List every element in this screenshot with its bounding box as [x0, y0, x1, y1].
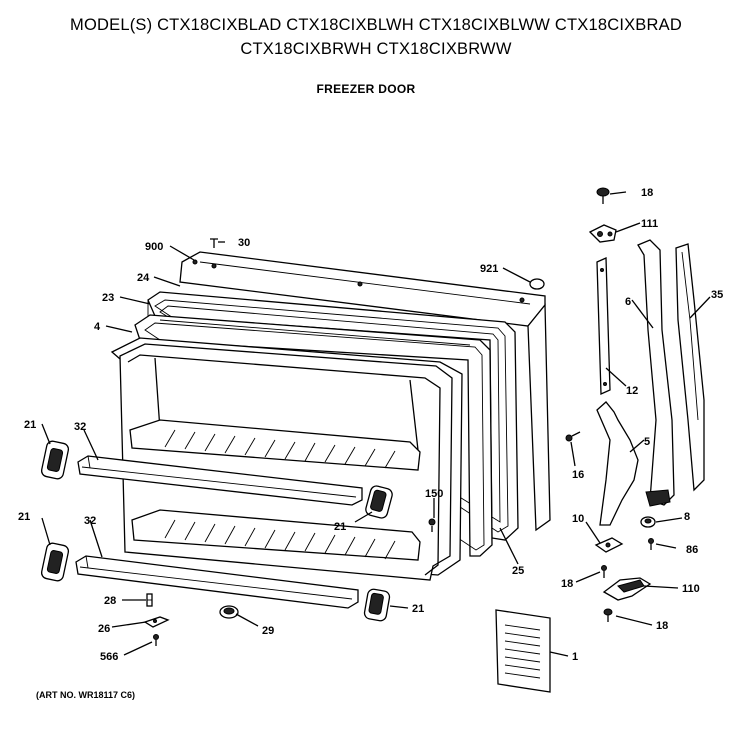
callout-1: 1 [572, 651, 578, 663]
door-stop-bar-12[interactable] [596, 257, 611, 395]
door-outer-panel[interactable] [179, 251, 551, 532]
bushing-29[interactable] [219, 605, 239, 619]
door-liner-frame[interactable] [134, 314, 493, 557]
callout-8: 8 [684, 511, 690, 523]
callout-6: 6 [625, 296, 631, 308]
screw-86[interactable] [648, 538, 654, 551]
art-number: (ART NO. WR18117 C6) [36, 690, 136, 700]
hinge-plate-10[interactable] [594, 537, 624, 553]
model-list-line-2: CTX18CIXBRWH CTX18CIXBRWW [240, 40, 512, 58]
callout-32: 32 [74, 421, 86, 433]
callout-4: 4 [94, 321, 101, 333]
callout-32: 32 [84, 515, 96, 527]
hinge-cover-5[interactable] [596, 401, 639, 526]
screw-566[interactable] [153, 634, 159, 647]
callout-26: 26 [98, 623, 110, 635]
callout-86: 86 [686, 544, 698, 556]
bracket-26[interactable] [143, 616, 170, 628]
model-list-line-1: MODEL(S) CTX18CIXBLAD CTX18CIXBLWH CTX18… [70, 16, 682, 34]
bar-end-cap-right-upper[interactable] [364, 485, 393, 520]
leader-lines [41, 191, 711, 657]
screw-30[interactable] [210, 238, 218, 248]
callout-150: 150 [425, 488, 443, 500]
callout-10: 10 [572, 513, 584, 525]
callout-21: 21 [334, 521, 346, 533]
callout-29: 29 [262, 625, 274, 637]
hinge-cap-111[interactable] [588, 224, 617, 243]
callout-18: 18 [641, 187, 653, 199]
callout-30: 30 [238, 237, 250, 249]
inner-door-liner[interactable] [110, 337, 463, 581]
plug-921[interactable] [529, 278, 545, 290]
bar-end-cap-left-lower[interactable] [40, 542, 70, 582]
screw-18-bottom[interactable] [603, 608, 613, 622]
callout-35: 35 [711, 289, 723, 301]
hinge-pin-8[interactable] [640, 516, 656, 528]
diagram-subtitle: FREEZER DOOR [316, 82, 416, 96]
callout-110: 110 [682, 583, 700, 595]
callout-24: 24 [137, 272, 150, 284]
shelf-bar-lower[interactable] [75, 555, 359, 609]
screw-16[interactable] [565, 431, 581, 442]
callout-21: 21 [18, 511, 30, 523]
callout-21: 21 [412, 603, 424, 615]
callout-25: 25 [512, 565, 524, 577]
owners-manual-1[interactable] [495, 609, 551, 693]
door-side-trim-6[interactable] [637, 239, 675, 507]
screw-150[interactable] [428, 518, 436, 532]
shelf-bar-upper[interactable] [77, 455, 363, 506]
callout-900: 900 [145, 241, 163, 253]
door-seal-strip-35[interactable] [675, 243, 705, 492]
bar-end-cap-left-upper[interactable] [40, 440, 70, 480]
callout-111: 111 [641, 218, 658, 230]
bottom-hinge-110[interactable] [602, 577, 652, 601]
callout-566: 566 [100, 651, 118, 663]
screw-18-top[interactable] [596, 187, 610, 204]
callout-16: 16 [572, 469, 584, 481]
callout-12: 12 [626, 385, 638, 397]
callout-18: 18 [561, 578, 573, 590]
callout-28: 28 [104, 595, 116, 607]
callout-labels: 18 111 900 30 921 24 23 6 35 4 12 21 32 … [18, 187, 723, 663]
clip-28[interactable] [146, 593, 153, 607]
callout-18: 18 [656, 620, 668, 632]
bar-end-cap-right-lower[interactable] [363, 588, 391, 622]
screw-18-mid[interactable] [601, 565, 607, 579]
callout-21: 21 [24, 419, 36, 431]
callout-5: 5 [644, 436, 650, 448]
callout-23: 23 [102, 292, 114, 304]
callout-921: 921 [480, 263, 498, 275]
